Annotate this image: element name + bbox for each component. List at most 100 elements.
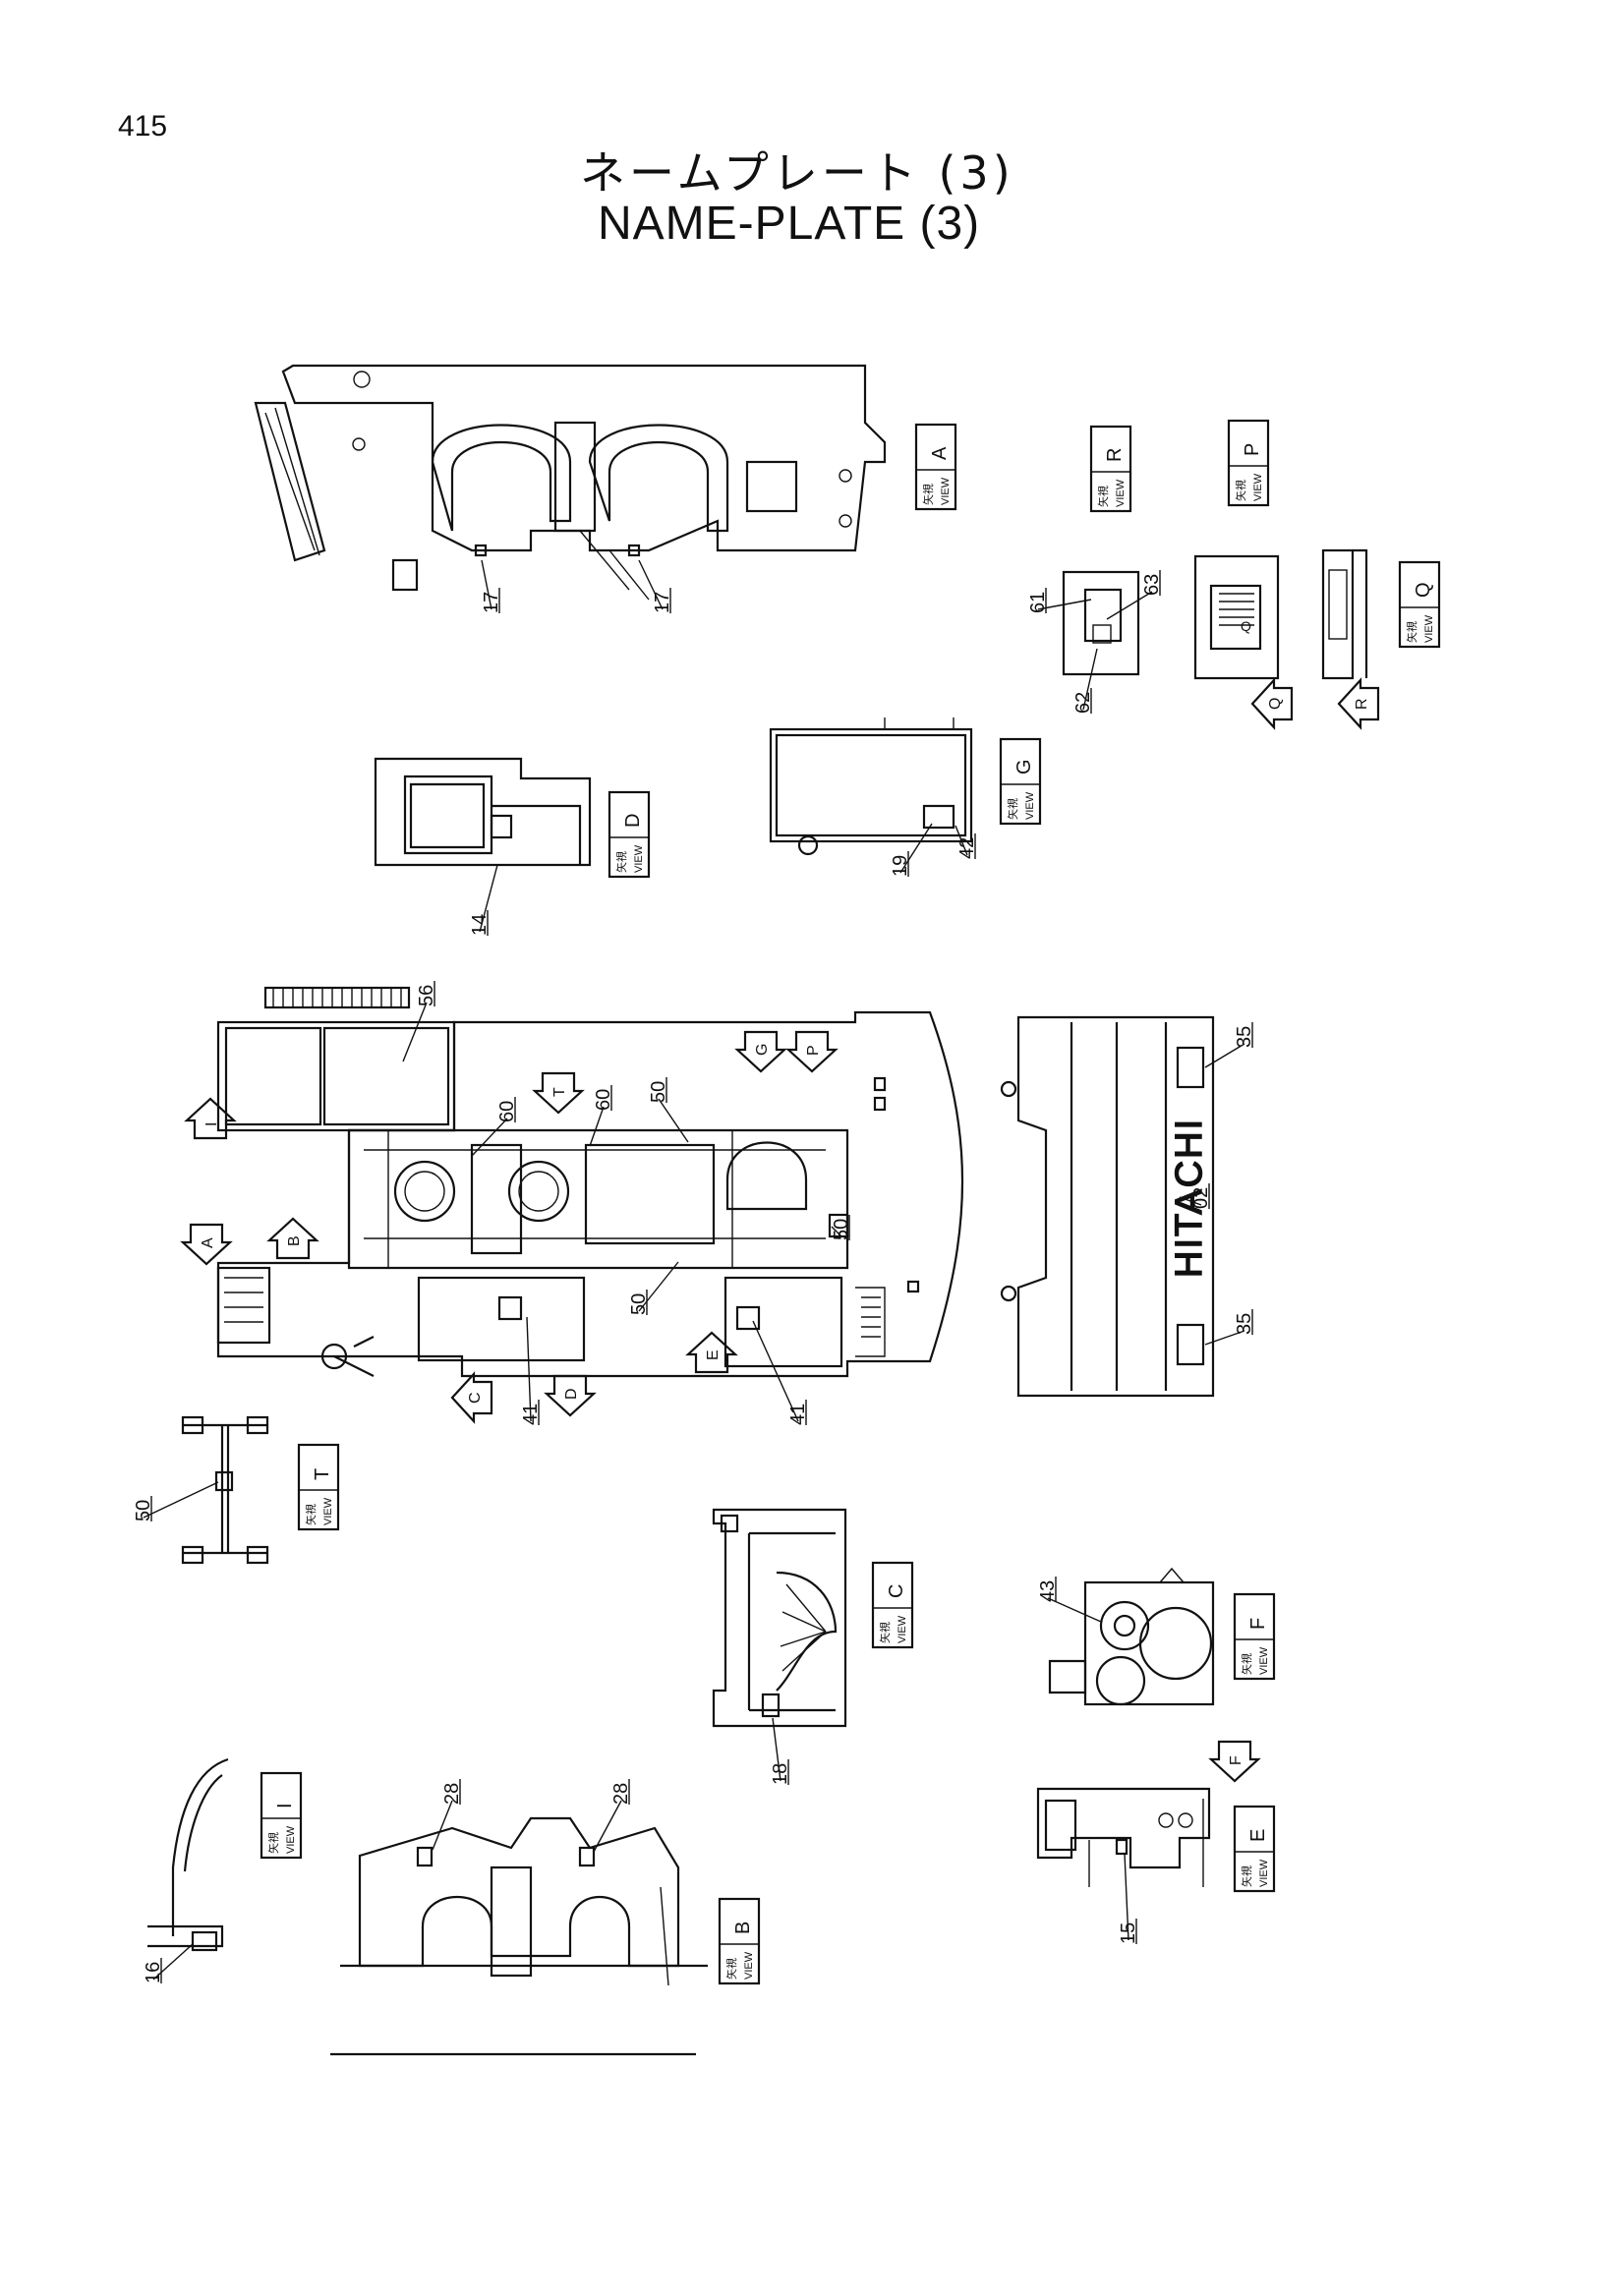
callout-leader bbox=[1047, 1597, 1102, 1623]
view-c-label-box bbox=[871, 1561, 914, 1649]
page-number: 415 bbox=[118, 110, 168, 143]
direction-arrow-letter: T bbox=[551, 1087, 568, 1097]
callout-leader bbox=[752, 1320, 799, 1422]
callout-leader bbox=[955, 825, 968, 856]
callout-part-02: 02 bbox=[1190, 1187, 1212, 1209]
view-i-letter: I bbox=[274, 1803, 296, 1808]
direction-arrow-letter: D bbox=[563, 1388, 580, 1400]
direction-arrow-d bbox=[544, 1374, 597, 1417]
view-a-label-box bbox=[914, 423, 957, 511]
callout-part-50: 50 bbox=[628, 1293, 650, 1315]
view-word-text: VIEW bbox=[285, 1825, 297, 1854]
view-i-drawing bbox=[147, 1757, 229, 1952]
callout-leader bbox=[1106, 591, 1153, 620]
direction-arrow-letter: Q bbox=[1267, 698, 1284, 710]
callout-part-41: 41 bbox=[520, 1404, 542, 1425]
view-kanji-text: 矢視 bbox=[1240, 1866, 1253, 1887]
callout-leader bbox=[772, 1717, 781, 1782]
view-word-text: VIEW bbox=[743, 1951, 755, 1980]
callout-leader bbox=[479, 864, 498, 933]
callout-part-17: 17 bbox=[481, 592, 502, 613]
callout-part-16: 16 bbox=[143, 1962, 164, 1983]
view-kanji-text: 矢視 bbox=[1096, 486, 1110, 507]
direction-arrow-letter: G bbox=[754, 1044, 771, 1056]
view-q-letter: Q bbox=[1413, 582, 1434, 598]
callout-leader bbox=[1179, 1196, 1202, 1206]
view-q-drawing bbox=[1321, 548, 1368, 680]
callout-part-56: 56 bbox=[416, 985, 437, 1006]
view-g-letter: G bbox=[1013, 759, 1035, 775]
view-b-label-box bbox=[718, 1897, 761, 1985]
view-f-drawing bbox=[1048, 1567, 1215, 1706]
callout-leader bbox=[481, 559, 492, 610]
direction-arrow-letter: P bbox=[805, 1045, 822, 1056]
callout-leader bbox=[658, 1098, 689, 1143]
view-kanji-text: 矢視 bbox=[304, 1504, 318, 1525]
hitachi-logo-text: HITACHI bbox=[1169, 1118, 1210, 1278]
callout-part-17: 17 bbox=[652, 592, 673, 613]
callout-part-14: 14 bbox=[469, 914, 491, 936]
view-t-letter: T bbox=[312, 1468, 333, 1480]
view-r-label-box bbox=[1089, 425, 1132, 513]
callout-leader bbox=[526, 1316, 532, 1422]
view-f-label-box bbox=[1233, 1592, 1276, 1681]
callout-part-28: 28 bbox=[441, 1783, 463, 1805]
view-word-text: VIEW bbox=[897, 1615, 908, 1643]
callout-part-50: 50 bbox=[648, 1081, 669, 1103]
view-e-drawing bbox=[1036, 1787, 1211, 1887]
callout-part-63: 63 bbox=[1141, 574, 1163, 596]
counterweight-drawing bbox=[1000, 1015, 1215, 1398]
callout-leader bbox=[402, 1002, 428, 1062]
direction-arrow-letter: C bbox=[467, 1392, 484, 1404]
view-b-letter: B bbox=[732, 1922, 754, 1934]
callout-part-61: 61 bbox=[1027, 592, 1049, 613]
callout-leader bbox=[899, 823, 933, 874]
callout-leader bbox=[1124, 1853, 1129, 1941]
view-b-drawing bbox=[330, 1816, 708, 2056]
view-c-drawing bbox=[712, 1508, 847, 1728]
callout-leader bbox=[471, 1118, 508, 1157]
view-kanji-text: 矢視 bbox=[614, 851, 628, 873]
callout-part-50: 50 bbox=[133, 1500, 154, 1521]
view-a-letter: A bbox=[929, 446, 951, 460]
view-e-label-box bbox=[1233, 1805, 1276, 1893]
direction-arrow-c bbox=[450, 1371, 493, 1424]
view-word-text: VIEW bbox=[322, 1497, 334, 1525]
view-kanji-text: 矢視 bbox=[921, 484, 935, 505]
view-f-letter: F bbox=[1247, 1618, 1269, 1630]
callout-leader bbox=[143, 1481, 219, 1519]
callout-part-50: 50 bbox=[831, 1219, 852, 1240]
view-word-text: VIEW bbox=[1258, 1859, 1270, 1887]
direction-arrow-t bbox=[532, 1071, 585, 1115]
view-d-label-box bbox=[608, 790, 651, 879]
view-kanji-text: 矢視 bbox=[1006, 798, 1019, 820]
view-p-drawing bbox=[1193, 554, 1280, 680]
callout-leader bbox=[1037, 599, 1092, 610]
direction-arrow-letter: I bbox=[203, 1122, 220, 1126]
callout-part-15: 15 bbox=[1118, 1923, 1139, 1944]
callout-leader bbox=[638, 1261, 679, 1312]
callout-leader bbox=[1204, 1043, 1245, 1068]
view-c-letter: C bbox=[886, 1584, 907, 1598]
view-kanji-text: 矢視 bbox=[878, 1622, 892, 1643]
callout-leader bbox=[432, 1800, 453, 1851]
view-kanji-text: 矢視 bbox=[1240, 1653, 1253, 1675]
view-d-letter: D bbox=[622, 814, 644, 828]
view-word-text: VIEW bbox=[1423, 614, 1435, 643]
view-p-label-box bbox=[1227, 419, 1270, 507]
direction-arrow-e bbox=[685, 1331, 738, 1374]
main-plan-drawing bbox=[216, 986, 964, 1378]
direction-arrow-f bbox=[1208, 1740, 1261, 1783]
view-kanji-text: 矢視 bbox=[1234, 480, 1247, 501]
view-word-text: VIEW bbox=[1115, 479, 1127, 507]
callout-part-42: 42 bbox=[956, 837, 978, 859]
view-kanji-text: 矢視 bbox=[724, 1958, 738, 1980]
callout-leader bbox=[1204, 1330, 1245, 1346]
view-g-label-box bbox=[999, 737, 1042, 826]
view-g-drawing bbox=[769, 718, 973, 856]
view-a-drawing bbox=[254, 364, 887, 601]
direction-arrow-r bbox=[1337, 677, 1380, 730]
direction-arrow-letter: F bbox=[1228, 1755, 1244, 1765]
direction-arrow-letter: E bbox=[705, 1349, 722, 1360]
callout-part-28: 28 bbox=[610, 1783, 632, 1805]
